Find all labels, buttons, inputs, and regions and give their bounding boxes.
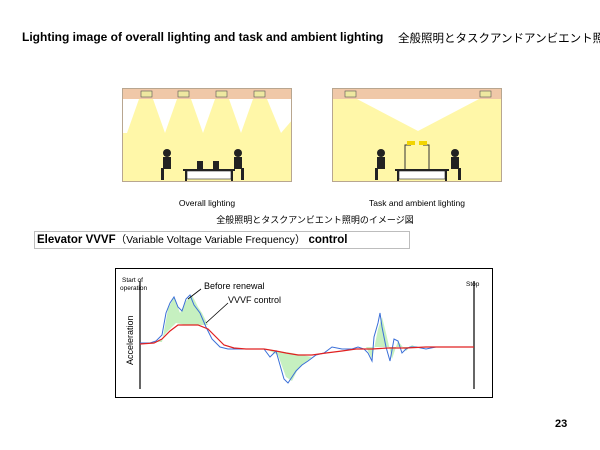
before-renewal-pointer <box>187 288 202 300</box>
task-ambient-lighting-illustration <box>332 88 502 182</box>
vvvf-heading: Elevator VVVF（Variable Voltage Variable … <box>34 231 410 249</box>
acceleration-axis-label: Acceleration <box>125 315 135 365</box>
slide-title: Lighting image of overall lighting and t… <box>22 30 384 44</box>
overall-lighting-caption: Overall lighting <box>178 198 236 208</box>
before-renewal-line <box>140 294 474 384</box>
difference-area-start <box>154 295 208 342</box>
acceleration-graph: Start of operation Stop Before renewal V… <box>115 268 493 398</box>
vvvf-heading-paren: （Variable Voltage Variable Frequency） <box>115 234 306 246</box>
overall-lighting-illustration <box>122 88 292 182</box>
vvvf-control-label: VVVF control <box>228 295 281 305</box>
task-ambient-lighting-caption: Task and ambient lighting <box>369 198 465 208</box>
slide-title-japanese: 全般照明とタスクアンドアンビエント照明 <box>398 33 600 45</box>
acceleration-graph-svg: Start of operation Stop Before renewal V… <box>120 277 480 389</box>
stop-label: Stop <box>466 281 480 288</box>
vvvf-control-pointer <box>205 302 229 324</box>
difference-area-middle <box>266 349 312 381</box>
page-number: 23 <box>555 418 568 430</box>
lighting-caption-japanese: 全般照明とタスクアンビエント照明のイメージ図 <box>216 216 414 226</box>
start-of-operation-label-1: Start of <box>122 277 143 284</box>
vvvf-control-line <box>139 324 474 356</box>
before-renewal-label: Before renewal <box>204 281 265 291</box>
vvvf-heading-tail: control <box>308 234 348 246</box>
start-of-operation-label-2: operation <box>120 285 147 292</box>
vvvf-heading-bold: Elevator VVVF <box>37 234 116 246</box>
difference-area-end <box>366 317 416 359</box>
